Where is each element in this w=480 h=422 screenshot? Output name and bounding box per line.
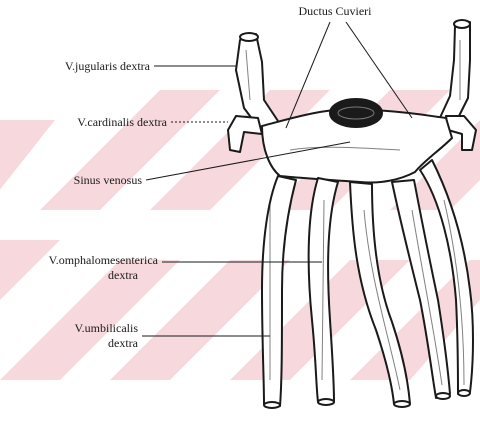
label-v-umbilicalis-line1: V.umbilicalis bbox=[0, 321, 138, 335]
right-jugular-vein bbox=[438, 22, 470, 122]
label-sinus-venosus: Sinus venosus bbox=[0, 173, 142, 187]
label-v-jugularis-dextra: V.jugularis dextra bbox=[0, 59, 150, 73]
vessel-opening bbox=[436, 393, 450, 399]
label-v-cardinalis-dextra: V.cardinalis dextra bbox=[0, 115, 167, 129]
vessel-opening bbox=[394, 401, 410, 407]
label-v-omphalomesenterica-line2: dextra bbox=[0, 268, 138, 282]
vessel-opening bbox=[318, 399, 334, 405]
label-v-omphalomesenterica-line1: V.omphalomesenterica bbox=[0, 253, 158, 267]
right-jugular-opening bbox=[454, 20, 470, 28]
label-ductus-cuvieri: Ductus Cuvieri bbox=[285, 4, 385, 18]
left-jugular-opening bbox=[240, 33, 258, 41]
label-v-umbilicalis-line2: dextra bbox=[0, 336, 138, 350]
vessels bbox=[228, 20, 476, 408]
watermark-stripe bbox=[0, 120, 55, 215]
vessel-opening bbox=[458, 390, 470, 396]
vessel-opening bbox=[264, 402, 280, 408]
